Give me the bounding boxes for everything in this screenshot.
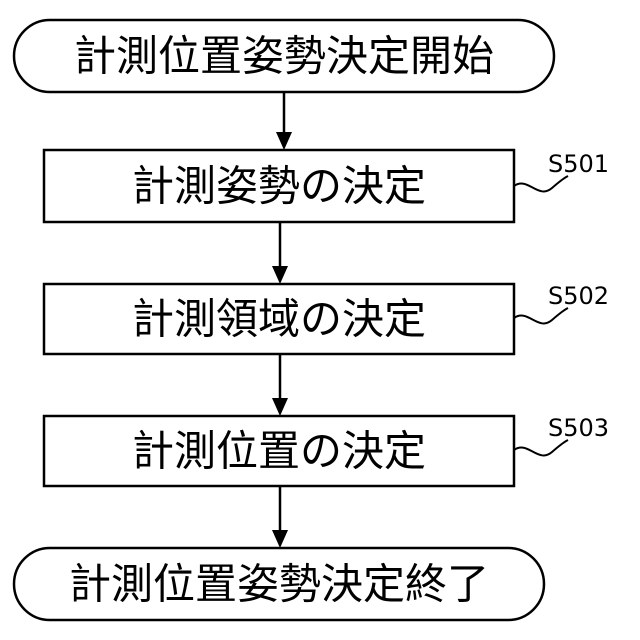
step-id-s503: S503	[548, 414, 609, 442]
leader-line-s501	[514, 176, 568, 191]
arrowhead-icon	[272, 398, 288, 416]
step-label-s501: 計測姿勢の決定	[132, 162, 426, 211]
leader-line-s503	[514, 440, 568, 455]
process-node-s501: 計測姿勢の決定	[44, 150, 514, 222]
step-id-s501: S501	[548, 150, 609, 178]
arrowhead-icon	[276, 132, 292, 150]
process-node-s503: 計測位置の決定	[44, 416, 514, 486]
step-label-s502: 計測領域の決定	[132, 295, 426, 344]
end-node: 計測位置姿勢決定終了	[14, 548, 544, 620]
arrowhead-icon	[272, 530, 288, 548]
step-id-s502: S502	[548, 282, 609, 310]
arrow-s501-to-s502	[272, 222, 288, 284]
process-node-s502: 計測領域の決定	[44, 284, 514, 354]
end-label: 計測位置姿勢決定終了	[69, 560, 489, 609]
leader-line-s502	[514, 308, 568, 323]
step-id-callout-s502: S502	[514, 282, 609, 323]
arrowhead-icon	[272, 266, 288, 284]
start-node: 計測位置姿勢決定開始	[14, 20, 554, 92]
step-label-s503: 計測位置の決定	[132, 427, 426, 476]
start-label: 計測位置姿勢決定開始	[74, 32, 494, 81]
step-id-callout-s501: S501	[514, 150, 609, 191]
arrow-start-to-s501	[276, 92, 292, 150]
step-id-callout-s503: S503	[514, 414, 609, 455]
arrow-s503-to-end	[272, 486, 288, 548]
arrow-s502-to-s503	[272, 354, 288, 416]
